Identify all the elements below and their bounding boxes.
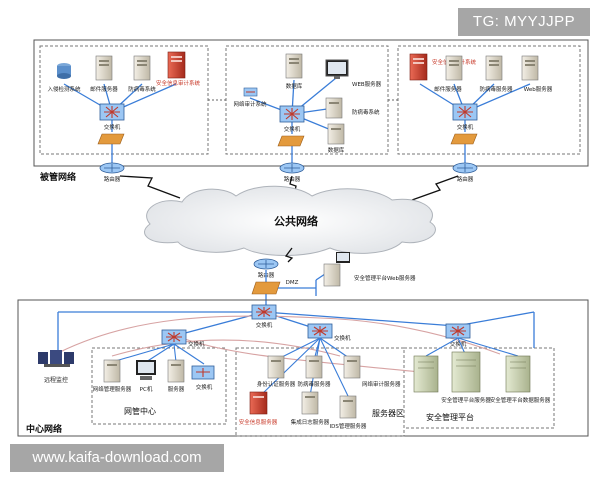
label-router-c: 路由器	[457, 175, 474, 183]
label-mail-a: 邮件服务器	[90, 85, 118, 93]
network-audit-icon	[243, 87, 258, 97]
nc-switch2-icon	[191, 365, 215, 380]
firewall-icon-a	[97, 133, 125, 145]
web-server-icon-c	[521, 55, 539, 81]
label-router-b: 路由器	[284, 175, 301, 183]
firewall-icon-b	[277, 135, 305, 147]
nc-item-label: 网络管理服务器	[93, 385, 132, 393]
platform-rack-icon	[413, 351, 531, 393]
net-center-switch-icon	[161, 329, 187, 345]
sa-item-label: 身份认证服务器	[257, 380, 296, 388]
server-area-label: 服务器区	[372, 408, 404, 418]
label-mail-c: 邮件服务器	[434, 85, 462, 93]
office-b-frame	[225, 45, 389, 155]
audit-server-red-icon-c	[409, 53, 428, 81]
label-web-c: Web服务器	[524, 85, 553, 93]
managed-network-frame	[33, 39, 589, 167]
sp-item-label: 安全管理平台数据服务器	[490, 396, 551, 404]
label-audit-b: 网络审计系统	[233, 100, 267, 108]
gateway-router-icon	[253, 258, 279, 270]
label-center-switch: 交换机	[256, 321, 273, 329]
intrusion-detection-icon	[57, 63, 71, 79]
nms-server-icon	[103, 359, 121, 383]
nc-server-icon	[167, 359, 185, 383]
router-icon-b	[279, 162, 305, 174]
nc-item-label: 服务器	[168, 385, 185, 393]
watermark-top: TG: MYYJJPP	[458, 8, 590, 36]
label-intrusion: 入侵检测系统	[47, 85, 81, 93]
mail-server-icon-c	[445, 55, 463, 81]
label-db-b: 数据库	[328, 146, 345, 154]
sec-platform-switch-icon	[445, 323, 471, 339]
label-router-a: 路由器	[104, 175, 121, 183]
firewall-icon-c	[450, 133, 478, 145]
sp-item-label: 安全管理平台服务器	[441, 396, 491, 404]
sa-item-label: 防病毒服务器	[297, 380, 331, 388]
sa-item-label: 网络审计服务器	[362, 380, 401, 388]
antivirus-server-icon	[133, 55, 151, 81]
av-server-icon	[305, 355, 323, 379]
sec-info-server-red-icon	[249, 391, 268, 415]
label-remote: 远程监控	[44, 376, 68, 384]
web-platform-server-icon	[323, 252, 350, 287]
cloud-label: 公共网络	[274, 214, 318, 228]
public-network-cloud	[144, 185, 436, 256]
label-antivirus-c: 防病毒服务器	[479, 85, 513, 93]
mail-server-icon	[95, 55, 113, 81]
audit-server-red-icon	[167, 51, 186, 79]
label-terminal-a: 防病毒系统	[128, 85, 156, 93]
label-sp-switch: 交换机	[450, 340, 467, 348]
web-server-monitor-icon	[325, 59, 349, 79]
antivirus-server-icon-c	[485, 55, 503, 81]
label-audit-a: 安全信息审计系统	[156, 79, 201, 87]
label-virus-b: 防病毒系统	[352, 108, 380, 116]
db-server-icon	[327, 123, 345, 145]
label-web-b: WEB服务器	[352, 80, 382, 88]
server-area-switch-icon	[307, 323, 333, 339]
router-icon-c	[452, 162, 478, 174]
label-nc-switch: 交换机	[188, 340, 205, 348]
switch-icon-a	[99, 103, 125, 121]
remote-monitor-icon	[38, 350, 74, 367]
center-network-label: 中心网络	[26, 423, 62, 435]
label-switch-b: 交换机	[284, 125, 301, 133]
net-audit-server-icon	[343, 355, 361, 379]
center-switch-icon	[251, 304, 277, 320]
auth-server-icon	[267, 355, 285, 379]
label-server-b: 数据库	[286, 82, 303, 90]
net-center-label: 网管中心	[124, 406, 156, 416]
sa-item-label: IDS管理服务器	[330, 422, 367, 430]
virus-server-icon	[325, 97, 343, 119]
label-switch-a: 交换机	[104, 123, 121, 131]
switch-icon-b	[279, 105, 305, 123]
sa-item-label: 集成日志服务器	[291, 418, 330, 426]
label-sa-switch: 交换机	[334, 334, 351, 342]
switch-icon-c	[452, 103, 478, 121]
sa-item-label-red: 安全信息服务器	[239, 418, 278, 426]
sec-platform-label: 安全管理平台	[426, 412, 474, 422]
nc-item-label: 交换机	[196, 383, 213, 391]
log-server-icon	[301, 391, 319, 415]
pc-icon	[136, 360, 156, 380]
center-network-frame	[17, 299, 589, 437]
watermark-bottom: www.kaifa-download.com	[10, 444, 224, 472]
managed-network-label: 被管网络	[40, 171, 76, 183]
label-gateway-server: 安全管理平台Web服务器	[354, 274, 416, 282]
nc-item-label: PC机	[140, 385, 153, 393]
label-switch-c: 交换机	[457, 123, 474, 131]
sec-platform-frame	[403, 347, 555, 429]
gateway-firewall-icon	[251, 281, 281, 295]
router-icon-a	[99, 162, 125, 174]
database-server-icon	[285, 53, 303, 79]
ids-server-icon	[339, 395, 357, 419]
label-dmz: DMZ	[286, 280, 299, 286]
